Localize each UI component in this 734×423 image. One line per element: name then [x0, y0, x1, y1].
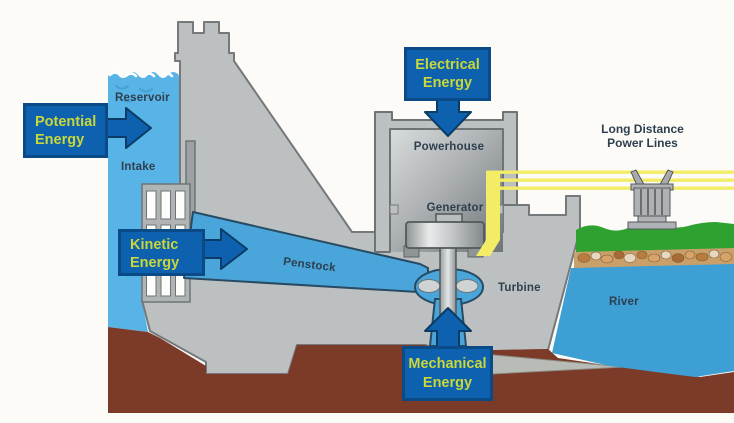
- intake-label: Intake: [121, 161, 156, 173]
- kinetic-energy-box: Kinetic Energy: [118, 229, 205, 276]
- reservoir-label: Reservoir: [115, 92, 170, 104]
- potential-energy-line1: Potential: [35, 114, 97, 130]
- kinetic-energy-line1: Kinetic: [130, 237, 179, 253]
- transformer-base: [627, 221, 677, 230]
- mechanical-energy-line1: Mechanical: [408, 356, 487, 373]
- power-lines-label-line1: Long Distance: [601, 122, 684, 136]
- turbine-runner-right: [455, 279, 479, 293]
- reservoir-wave-marks: [115, 85, 153, 103]
- reservoir-wave-caps: [108, 71, 192, 78]
- grass-bank: [576, 221, 734, 252]
- kinetic-energy-line2: Energy: [130, 255, 180, 272]
- generator-shaft: [439, 246, 457, 315]
- potential-energy-box: Potential Energy: [23, 103, 108, 158]
- generator-cylinder: [405, 221, 485, 249]
- turbine-runner-left: [417, 279, 441, 293]
- electrical-energy-line1: Electrical: [415, 56, 480, 73]
- mechanical-energy-box: Mechanical Energy: [402, 346, 493, 401]
- powerhouse-shell: [374, 111, 518, 253]
- mechanical-energy-line2: Energy: [422, 374, 473, 391]
- power-lines-label-line2: Power Lines: [607, 136, 678, 151]
- electrical-energy-box: Electrical Energy: [404, 47, 491, 101]
- generator-label: Generator: [426, 202, 484, 214]
- shoreline-pebbles: [574, 248, 734, 268]
- turbine-label: Turbine: [498, 282, 541, 294]
- powerhouse-label: Powerhouse: [413, 141, 485, 153]
- transformer-pedestal: [637, 215, 667, 223]
- electrical-energy-line2: Energy: [422, 75, 473, 91]
- generator-assembly: [403, 213, 485, 315]
- power-lines-label: Long Distance Power Lines: [590, 122, 695, 150]
- transformer: [627, 169, 677, 230]
- power-lines: [486, 170, 734, 190]
- river-label: River: [609, 296, 639, 308]
- power-conduit: [476, 171, 500, 256]
- transformer-body: [633, 187, 671, 217]
- powerhouse-ledge-left: [389, 204, 399, 215]
- river-water: [552, 264, 734, 377]
- potential-energy-line2: Energy: [35, 132, 85, 149]
